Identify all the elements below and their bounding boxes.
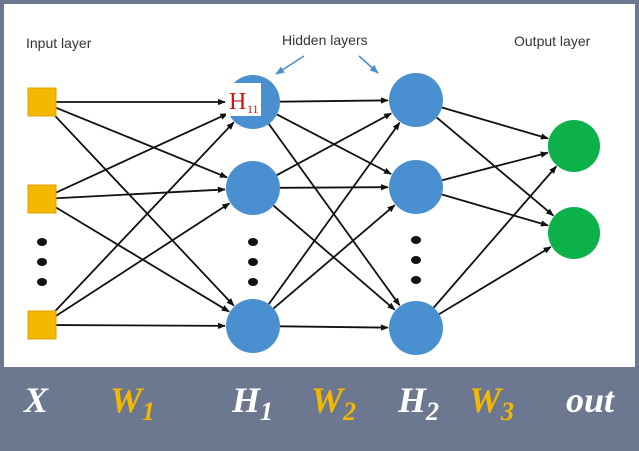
weights-w3-label: W3 [469,380,515,426]
connections [50,97,557,331]
weights-w2-label: W2 [311,380,357,426]
input-dot-2 [37,258,47,266]
edge-h1n3-h2n3 [279,324,389,331]
hidden-layers-label: Hidden layers [282,32,368,48]
node-tag-main: H [229,89,246,115]
hidden-h1-label: H1 [232,380,274,426]
output-symbol-out: out [566,380,615,420]
input-symbol-x: X [24,380,49,420]
hidden-pointer-arrow-left [275,55,305,75]
input-node-2 [27,184,57,214]
hidden1-dot-2 [248,258,258,266]
diagram-panel: Input layer Hidden layers Output layer H… [4,4,635,367]
input-dot-3 [37,278,47,286]
edge-input3-h1n1 [50,121,235,316]
edge-h2n1-out1 [441,106,549,140]
hidden2-node-2 [389,160,443,214]
output-layer-label: Output layer [514,33,591,49]
edge-input1-h1n2 [54,106,228,179]
output-node-1 [548,120,600,172]
edge-h1n2-h2n1 [276,112,393,176]
node-tag-sub: 11 [247,102,259,116]
hidden2-dot-2 [411,256,421,264]
hidden2-dot-1 [411,236,421,244]
edge-input2-h1n3 [53,205,230,313]
edge-h2n2-out1 [441,151,549,182]
edge-h1n3-h2n2 [272,204,396,310]
node-tag-h11: H 11 [226,83,261,116]
input-dot-1 [37,238,47,246]
edge-input3-h1n2 [53,202,231,319]
hidden1-dot-1 [248,238,258,246]
edge-h1n2-h2n2 [279,184,389,191]
ellipsis-dots [37,236,421,286]
edge-input2-h1n1 [54,112,229,194]
output-node-2 [548,207,600,259]
hidden1-node-3 [226,299,280,353]
input-layer-label: Input layer [26,35,92,51]
edge-h2n3-out2 [438,246,552,315]
edge-h2n2-out2 [441,193,549,227]
edge-input3-h1n3 [55,322,226,330]
edge-h1n3-h2n1 [268,122,401,305]
hidden2-dot-3 [411,276,421,284]
edge-h1n1-h2n1 [279,97,389,104]
hidden1-node-2 [226,161,280,215]
edge-input1-h1n3 [50,111,235,307]
hidden-pointer-arrow-right [358,55,379,74]
hidden2-node-3 [389,301,443,355]
weights-w1-label: W1 [110,380,156,426]
hidden1-dot-3 [248,278,258,286]
edge-h2n3-out1 [433,165,557,309]
network-diagram: Input layer Hidden layers Output layer H… [26,32,600,355]
hidden-h2-label: H2 [398,380,440,426]
input-node-1 [27,87,57,117]
hidden2-node-1 [389,73,443,127]
edge-input2-h1n2 [55,186,226,200]
input-node-3 [27,310,57,340]
